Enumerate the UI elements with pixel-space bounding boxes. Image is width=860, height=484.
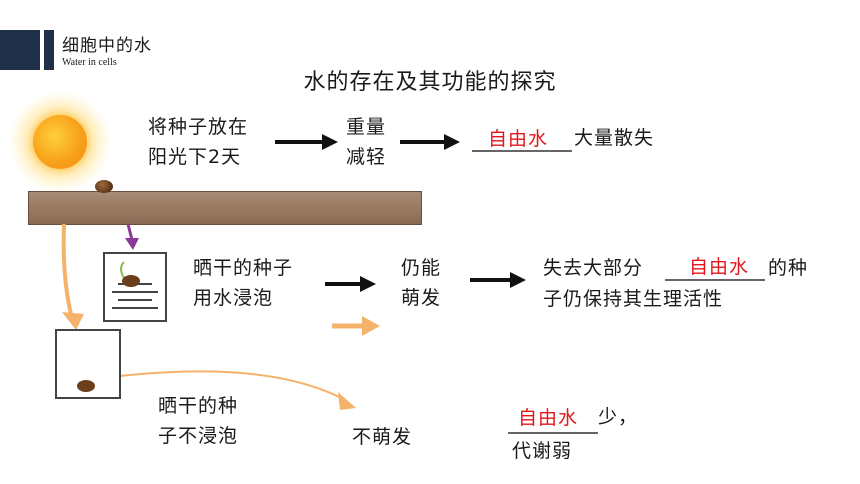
arrow-row2-b: [470, 272, 526, 288]
row1-answer: 自由水: [488, 128, 549, 150]
row1-step2: 重量 减轻: [346, 112, 386, 172]
row1-step2-line1: 重量: [346, 116, 387, 138]
wooden-board: [28, 191, 422, 225]
row2-step1-line1: 晒干的种子: [193, 257, 294, 279]
row3-step1: 晒干的种 子不浸泡: [158, 391, 238, 451]
row2-step2-line2: 萌发: [401, 287, 442, 309]
header-accent-stripe: [44, 30, 54, 70]
row3-step1-line2: 子不浸泡: [158, 425, 239, 447]
row3-suffix: 少，: [598, 406, 639, 428]
sun-icon: [33, 115, 87, 169]
row2-step1-line2: 用水浸泡: [193, 287, 274, 309]
arrow-orange-curve-right: [119, 370, 356, 410]
arrow-orange-short: [332, 316, 380, 336]
row1-step1-line1: 将种子放在: [148, 116, 249, 138]
header-accent-block: [0, 30, 40, 70]
header-subtitle: Water in cells: [62, 57, 117, 68]
row2-step1-box: [178, 250, 323, 356]
arrow-purple: [125, 223, 139, 250]
row3-answer: 自由水: [518, 407, 579, 429]
arrow-orange-curve-left: [61, 223, 84, 330]
arrow-row1-b: [400, 134, 460, 150]
row2-step2-line1: 仍能: [401, 257, 442, 279]
header-title: 细胞中的水: [62, 36, 152, 56]
row1-suffix: 大量散失: [574, 127, 655, 149]
row1-step1-line2: 阳光下2天: [148, 146, 242, 168]
beaker-water-icon: [103, 252, 167, 322]
row1-step2-line2: 减轻: [346, 146, 387, 168]
seed-on-board-icon: [95, 180, 113, 193]
beaker-empty-icon: [55, 329, 121, 399]
row2-result-suffix: 的种: [768, 257, 809, 279]
row2-result-prefix: 失去大部分: [543, 257, 644, 279]
page-title: 水的存在及其功能的探究: [303, 70, 557, 95]
arrow-row2-a: [325, 276, 376, 292]
row2-result-line2: 子仍保持其生理活性: [543, 288, 724, 310]
row3-step1-line1: 晒干的种: [158, 395, 239, 417]
arrow-row1-a: [275, 134, 338, 150]
row1-step1: 将种子放在 阳光下2天: [148, 112, 248, 172]
row2-step1: 晒干的种子 用水浸泡: [193, 253, 293, 313]
row2-step2: 仍能 萌发: [401, 253, 441, 313]
row3-line2: 代谢弱: [512, 440, 573, 462]
row3-step2: 不萌发: [352, 426, 413, 448]
row2-answer: 自由水: [689, 256, 750, 278]
